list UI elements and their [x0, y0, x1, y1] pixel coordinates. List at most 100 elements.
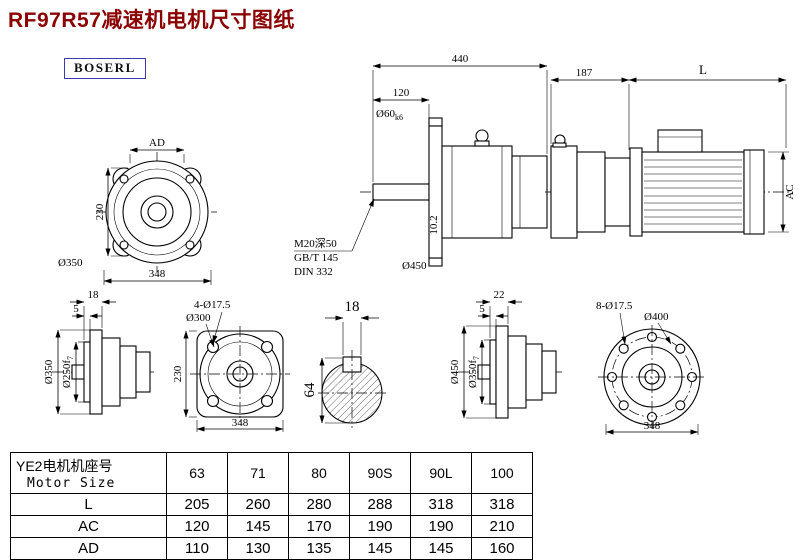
table-cell: 145 [349, 537, 411, 560]
frame-size-column: 90L [410, 452, 472, 494]
page-title: RF97R57减速机电机尺寸图纸 [8, 9, 295, 32]
table-row-AC: AC 120 145 170 190 190 210 [10, 515, 533, 538]
bolt-hole [119, 240, 129, 250]
frame-size-column: 71 [227, 452, 289, 494]
dim-width-348: 348 [644, 420, 661, 432]
bolt-hole [260, 340, 274, 354]
dim-key-height-64: 64 [302, 382, 318, 398]
label-tapped-hole: M20深50 [294, 237, 337, 250]
table-cell: 210 [471, 515, 533, 538]
flange-plate [89, 329, 103, 415]
table-row-L: L 205 260 280 288 318 318 [10, 493, 533, 516]
label-standard-din332: DIN 332 [294, 266, 333, 278]
row-label: AD [10, 537, 167, 560]
dim-spigot-depth-5: 5 [479, 303, 485, 315]
dim-spigot-depth-5: 5 [73, 303, 79, 315]
frame-size-column: 80 [288, 452, 350, 494]
output-flange-side-view-large: 22 5 Ø450 Ø350f7 [449, 289, 562, 419]
terminal-box [657, 129, 703, 153]
fan-cover [743, 149, 765, 235]
shaft-stub [71, 364, 85, 380]
dim-height-230: 230 [94, 203, 106, 220]
bolt-hole [206, 394, 220, 408]
front-flange-view: AD 230 Ø350 348 [58, 137, 217, 285]
dim-flange-dia-450: Ø450 [449, 359, 461, 384]
dim-flange-dia-350: Ø350 [43, 359, 55, 384]
output-shaft [372, 183, 430, 201]
dim-spigot-dia-250: Ø250f7 [61, 356, 75, 388]
motor-body [641, 151, 745, 233]
bolt-hole [260, 394, 274, 408]
second-stage-housing [550, 145, 578, 239]
table-cell: 160 [471, 537, 533, 560]
flange-spigot [83, 341, 91, 403]
table-cell: 170 [288, 515, 350, 538]
flange-plate [495, 325, 509, 419]
reducer-side-view: 440 120 Ø60k6 10.2 M20深50 GB/T 145 DIN 3… [294, 53, 560, 278]
table-cell: 145 [227, 515, 289, 538]
gear-housing [441, 145, 513, 239]
table-cell: 318 [471, 493, 533, 516]
dim-key-depth: 10.2 [428, 215, 440, 234]
dim-flange-dia-450: Ø450 [402, 260, 427, 272]
table-cell: 280 [288, 493, 350, 516]
bolt-hole [185, 240, 195, 250]
row-label: AC [10, 515, 167, 538]
shaft-stub [477, 364, 491, 380]
dim-outer-dia-350: Ø350 [58, 257, 83, 269]
table-cell: 190 [410, 515, 472, 538]
table-cell: 145 [410, 537, 472, 560]
flange-spigot [489, 339, 497, 405]
bolt-hole [675, 400, 686, 411]
table-cell: 135 [288, 537, 350, 560]
round-flange-front-view: 8-Ø17.5 Ø400 348 [596, 300, 706, 435]
lifting-eyebolt [475, 129, 489, 143]
dim-total-length-440: 440 [452, 53, 469, 65]
label-bore-dia-300: Ø300 [186, 312, 211, 324]
table-cell: 205 [166, 493, 228, 516]
bolt-hole [618, 400, 629, 411]
motor-side-view: 187 L AC [545, 62, 796, 239]
mounting-flange [428, 125, 443, 259]
dim-motor-height-AC: AC [784, 184, 796, 199]
frame-size-column: 63 [166, 452, 228, 494]
label-bolt-circle-400: Ø400 [644, 311, 669, 323]
dim-flange-thickness-18: 18 [88, 289, 100, 301]
dim-spigot-dia-350: Ø350f7 [467, 356, 481, 388]
table-cell: 190 [349, 515, 411, 538]
motor-flange [629, 147, 643, 237]
table-cell: 110 [166, 537, 228, 560]
shaft-key-section-view: 18 64 [302, 299, 386, 428]
frame-size-column: 100 [471, 452, 533, 494]
table-cell: 120 [166, 515, 228, 538]
table-header-line2: Motor Size [27, 475, 116, 491]
bolt-hole [675, 343, 686, 354]
bolt-hole [119, 174, 129, 184]
output-flange-side-view-small: 18 5 Ø350 Ø250f7 [43, 289, 154, 415]
dim-adapter-length-187: 187 [576, 67, 593, 79]
table-cell: 288 [349, 493, 411, 516]
row-label: L [10, 493, 167, 516]
bolt-hole [206, 340, 220, 354]
dim-ad: AD [149, 137, 165, 149]
table-cell: 260 [227, 493, 289, 516]
label-bolt-holes-8x17-5: 8-Ø17.5 [596, 300, 633, 312]
motor-size-table: YE2电机机座号 Motor Size 63 71 80 90S 90L 100… [10, 452, 533, 560]
table-header-motor-size: YE2电机机座号 Motor Size [10, 452, 167, 494]
square-flange-front-view: 4-Ø17.5 Ø300 230 348 [172, 299, 290, 432]
table-row-AD: AD 110 130 135 145 145 160 [10, 537, 533, 560]
table-header-line1: YE2电机机座号 [16, 457, 113, 474]
dim-motor-length-L: L [699, 62, 707, 77]
table-cell: 130 [227, 537, 289, 560]
dim-width-348: 348 [232, 417, 249, 429]
dim-shaft-dia-60k6: Ø60k6 [376, 108, 403, 122]
label-bolt-holes-4x17-5: 4-Ø17.5 [194, 299, 231, 311]
motor-fins [644, 159, 742, 225]
dim-key-width-18: 18 [345, 299, 360, 315]
label-standard-gbt145: GB/T 145 [294, 252, 339, 264]
dim-flange-thickness-22: 22 [494, 289, 505, 301]
frame-size-column: 90S [349, 452, 411, 494]
dimension-drawing: AD 230 Ø350 348 440 120 Ø60k6 10.2 [43, 53, 796, 435]
dim-shaft-length-120: 120 [393, 87, 410, 99]
dim-width-348: 348 [149, 268, 166, 280]
